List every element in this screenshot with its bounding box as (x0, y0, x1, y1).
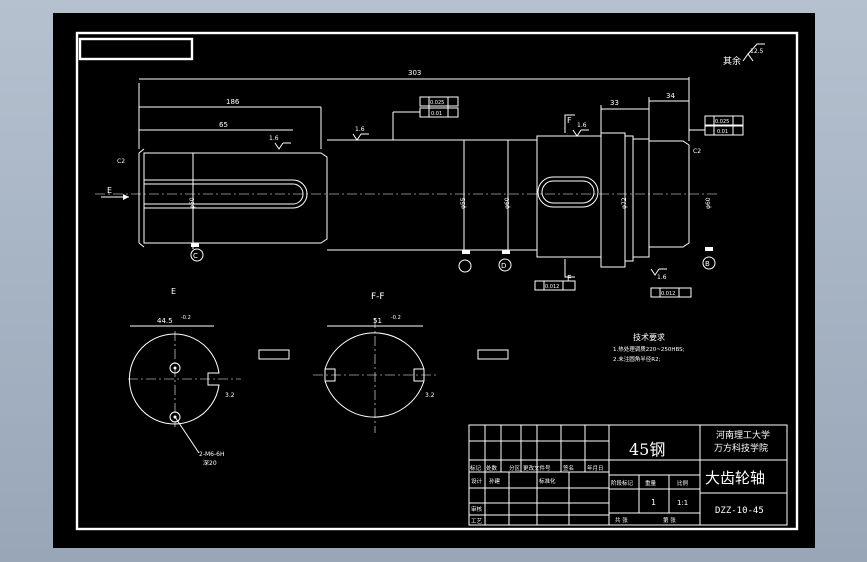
cut-f-top-label: F (567, 116, 572, 125)
tech-req-2: 2.未注圆角半径R2; (613, 355, 661, 363)
sec-e-note: 2-M6-6H (199, 451, 224, 458)
tol-top-b: 0.01 (431, 111, 442, 117)
tol-frame-bottom (534, 280, 692, 298)
tb-school-line1: 河南理工大学 (716, 429, 770, 441)
tb-h-date: 年月日 (587, 464, 604, 472)
dim-right-b: 34 (666, 92, 675, 100)
ra-left: 1.6 (269, 135, 279, 142)
dimensions-top (138, 77, 690, 149)
ra-right-symbol (572, 129, 589, 137)
tb-r-design-name: 孙建 (489, 477, 501, 485)
drawing-canvas[interactable]: 其余 12.5 E (53, 13, 815, 548)
section-ff-title: F-F (371, 292, 385, 302)
tb-r-process: 工艺 (471, 518, 483, 525)
shaft-drawing: 其余 12.5 E (75, 31, 799, 531)
sec-ff-dim: 51 (373, 317, 382, 325)
ra-left-symbol (274, 142, 291, 150)
section-ff-view (313, 318, 437, 433)
tb-weight: 重量 (645, 479, 657, 487)
tol-frame-top (392, 96, 459, 140)
tol-frame-right (689, 115, 744, 136)
tb-h-doc: 更改文件号 (523, 464, 551, 472)
tb-scale: 1:1 (677, 499, 688, 507)
dia-3: φ60 (504, 197, 511, 209)
tol-right-b: 0.01 (717, 129, 728, 135)
ra-mid-symbol (352, 133, 369, 141)
dia-2: φ55 (460, 197, 467, 209)
dim-mid: 186 (226, 98, 240, 106)
cut-f-bottom (564, 259, 575, 278)
ra-right2-symbol (650, 268, 667, 276)
ra-right: 1.6 (577, 122, 587, 129)
tb-material: 45钢 (629, 440, 665, 459)
datum-b-label: B (705, 260, 710, 268)
section-e-view (128, 325, 241, 427)
drawing-border (75, 31, 799, 531)
datum-b (702, 256, 716, 270)
dia-4: φ72 (621, 197, 628, 209)
tol-top-a: 0.025 (430, 100, 444, 106)
title-block (468, 424, 788, 526)
tech-req-title: 技术要求 (633, 332, 665, 342)
tb-r-review: 审核 (471, 505, 483, 513)
ra-right2: 1.6 (657, 274, 667, 281)
datum-c-label: C (193, 252, 198, 260)
code-box (78, 37, 194, 61)
roughness-value: 12.5 (750, 48, 764, 55)
dim-total: 303 (408, 69, 421, 77)
roughness-symbol (742, 43, 765, 62)
tol-right-a: 0.025 (715, 119, 729, 125)
tb-h-sign: 签名 (563, 464, 574, 472)
dia-5: φ60 (705, 197, 712, 209)
datum-center (458, 259, 472, 273)
sec-ff-dim-tol: -0.2 (391, 315, 401, 321)
sec-e-tol-frame (258, 349, 290, 360)
shaft-main-view (138, 132, 690, 268)
dia-1: φ50 (189, 197, 196, 209)
chamfer-left: C2 (117, 158, 125, 165)
view-e-label: E (107, 186, 112, 195)
tb-qty: 1 (651, 498, 656, 507)
sec-ff-key: 3.2 (425, 392, 435, 399)
cut-f-top (564, 114, 575, 133)
sec-e-dim: 44.5 (157, 317, 173, 325)
tb-h-count: 处数 (486, 464, 498, 472)
tb-r-std: 标准化 (539, 477, 556, 485)
tech-req-1: 1.热处理调质220~250HBS; (613, 345, 685, 353)
datum-c (190, 248, 204, 262)
sec-e-key: 3.2 (225, 392, 235, 399)
sec-e-note2: 深20 (203, 459, 217, 467)
roughness-note: 其余 (723, 55, 741, 67)
datum-d-label: D (501, 262, 506, 270)
tb-h-mark: 标记 (470, 464, 482, 472)
datum-d (498, 258, 512, 272)
tb-part-name: 大齿轮轴 (705, 469, 765, 487)
tb-sheet-no: 第 张 (663, 516, 676, 524)
tol-bottom-a: 0.012 (545, 284, 559, 290)
tb-sheet-total: 共 张 (615, 516, 628, 524)
section-e-title: E (171, 287, 176, 296)
chamfer-right: C2 (693, 148, 701, 155)
tol-bottom-b: 0.012 (661, 291, 675, 297)
sec-ff-tol-frame (477, 349, 509, 360)
tb-r-design: 设计 (471, 477, 483, 485)
dim-left: 65 (219, 121, 228, 129)
tb-drawing-no: DZZ-10-45 (715, 506, 764, 516)
tb-scale-label: 比例 (677, 479, 689, 487)
sec-e-dim-tol: -0.2 (181, 315, 191, 321)
cut-f-bottom-label: F (567, 274, 572, 283)
dim-right-a: 33 (610, 99, 619, 107)
tb-h-zone: 分区 (509, 464, 521, 472)
ra-mid: 1.6 (355, 126, 365, 133)
tb-school-line2: 万方科技学院 (714, 442, 768, 454)
tb-stage-mark: 阶段标记 (611, 479, 634, 487)
